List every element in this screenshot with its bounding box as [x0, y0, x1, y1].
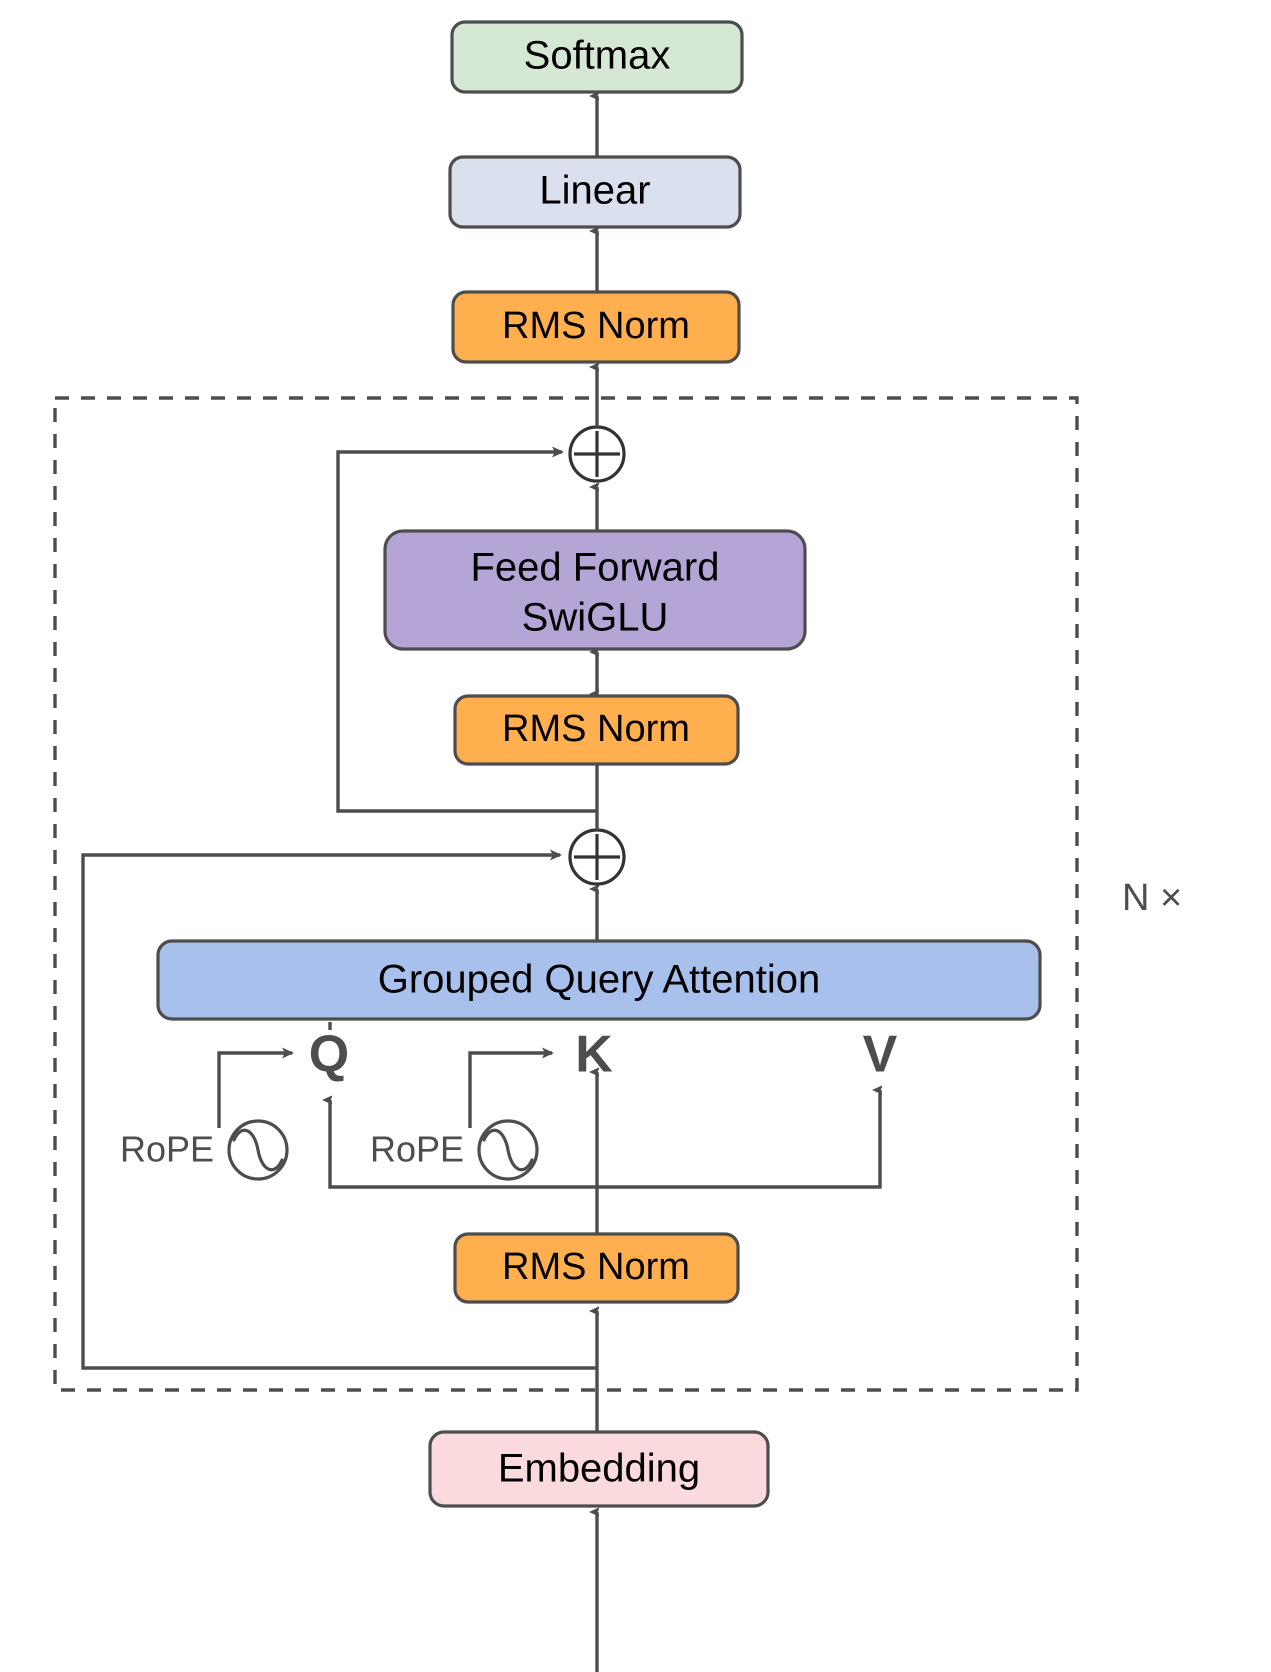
rope-query: RoPE: [120, 1119, 289, 1181]
feed-forward-box: [383, 529, 807, 651]
residual-add-attention: [568, 828, 626, 886]
rope-key: RoPE: [370, 1119, 539, 1181]
sine-wave-circle-icon: [477, 1119, 539, 1181]
rope-query-to-q-line: [217, 1047, 294, 1128]
node-linear: Linear: [448, 155, 742, 229]
rms-norm-ffn-label: RMS Norm: [502, 708, 690, 750]
rms-norm-attn-label: RMS Norm: [502, 1246, 690, 1288]
embedding-label: Embedding: [498, 1447, 700, 1491]
sine-wave-circle-icon: [227, 1119, 289, 1181]
rope-query-label: RoPE: [120, 1129, 214, 1170]
rmsnorm-to-query-line: [330, 1100, 597, 1189]
node-attention: Grouped Query Attention: [156, 939, 1042, 1021]
linear-box: [448, 155, 742, 229]
node-softmax: Softmax: [450, 20, 744, 94]
repeat-count-label: N ×: [1122, 877, 1182, 919]
key-label: K: [575, 1026, 613, 1084]
linear-label: Linear: [539, 169, 650, 213]
node-feed-forward: Feed Forward SwiGLU: [383, 529, 807, 651]
value-label: V: [863, 1026, 898, 1084]
repeated-block-container: [53, 396, 1079, 1392]
node-rms-norm-ffn: RMS Norm: [453, 694, 740, 766]
rope-key-to-k-line: [468, 1047, 554, 1128]
feed-forward-label-line2: SwiGLU: [522, 596, 669, 640]
softmax-box: [450, 20, 744, 94]
node-rms-norm-attn: RMS Norm: [453, 1232, 740, 1304]
rms-norm-final-label: RMS Norm: [502, 305, 690, 347]
node-rms-norm-final: RMS Norm: [451, 290, 741, 364]
attention-residual-path: [81, 849, 597, 1370]
attention-label: Grouped Query Attention: [378, 958, 821, 1002]
attention-box: [156, 939, 1042, 1021]
residual-add-ffn: [568, 425, 626, 483]
node-embedding: Embedding: [428, 1430, 770, 1508]
rmsnorm-to-value-line: [597, 1090, 880, 1189]
ffn-residual-path: [336, 446, 597, 813]
softmax-label: Softmax: [524, 34, 671, 78]
query-label: Q: [309, 1026, 349, 1084]
rope-key-label: RoPE: [370, 1129, 464, 1170]
embedding-box: [428, 1430, 770, 1508]
feed-forward-label-line1: Feed Forward: [471, 546, 720, 590]
